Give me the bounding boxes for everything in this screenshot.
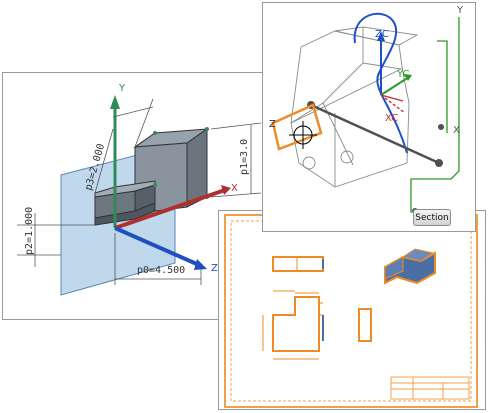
highlighted-face[interactable] [271, 103, 323, 151]
xc-axis-label: XC [385, 113, 398, 124]
sheet-border [224, 214, 478, 408]
drawing-side-view[interactable] [358, 308, 372, 342]
yc-axis-label: YC [396, 69, 410, 80]
drawing-top-view[interactable] [272, 256, 324, 272]
z-axis [114, 226, 207, 270]
x-label: X [453, 125, 460, 136]
dimension-p2[interactable] [17, 213, 95, 267]
edge-vertex-markers [153, 127, 209, 199]
dimension-p0-label[interactable]: p0=4.500 [137, 265, 185, 276]
section-line[interactable] [307, 101, 444, 214]
solid-body[interactable] [94, 128, 209, 226]
dimension-p2-label[interactable]: p2=1.000 [24, 207, 35, 255]
x-axis [114, 185, 231, 230]
section-viewport[interactable]: ZC YC XC Z Y X Section [262, 2, 476, 232]
z-label: Z [269, 119, 276, 130]
dimension-p1-label[interactable]: p1=3.0 [239, 139, 250, 175]
section-plane[interactable] [410, 17, 460, 213]
drawing-sheet-viewport[interactable] [218, 210, 486, 410]
dimension-p1[interactable] [210, 122, 262, 198]
axis-triad [377, 31, 412, 114]
y-axis-label: Y [118, 83, 126, 94]
y-axis [110, 95, 120, 228]
drawing-isometric-view[interactable] [384, 248, 436, 285]
drawing-front-view[interactable] [262, 290, 324, 360]
dimension-p3[interactable] [94, 98, 154, 194]
sketch-viewport[interactable]: Y X Z p3=2.000 p1=3.0 [2, 72, 302, 320]
section-button[interactable]: Section [413, 209, 451, 226]
dimension-p0[interactable] [114, 233, 202, 285]
z-axis-label: Z [211, 263, 218, 274]
x-axis-label: X [231, 183, 238, 194]
section-curve [353, 12, 408, 154]
move-cursor-icon [289, 121, 317, 149]
title-block [390, 376, 470, 400]
zc-axis-label: ZC [375, 29, 389, 40]
y-label: Y [456, 5, 464, 16]
